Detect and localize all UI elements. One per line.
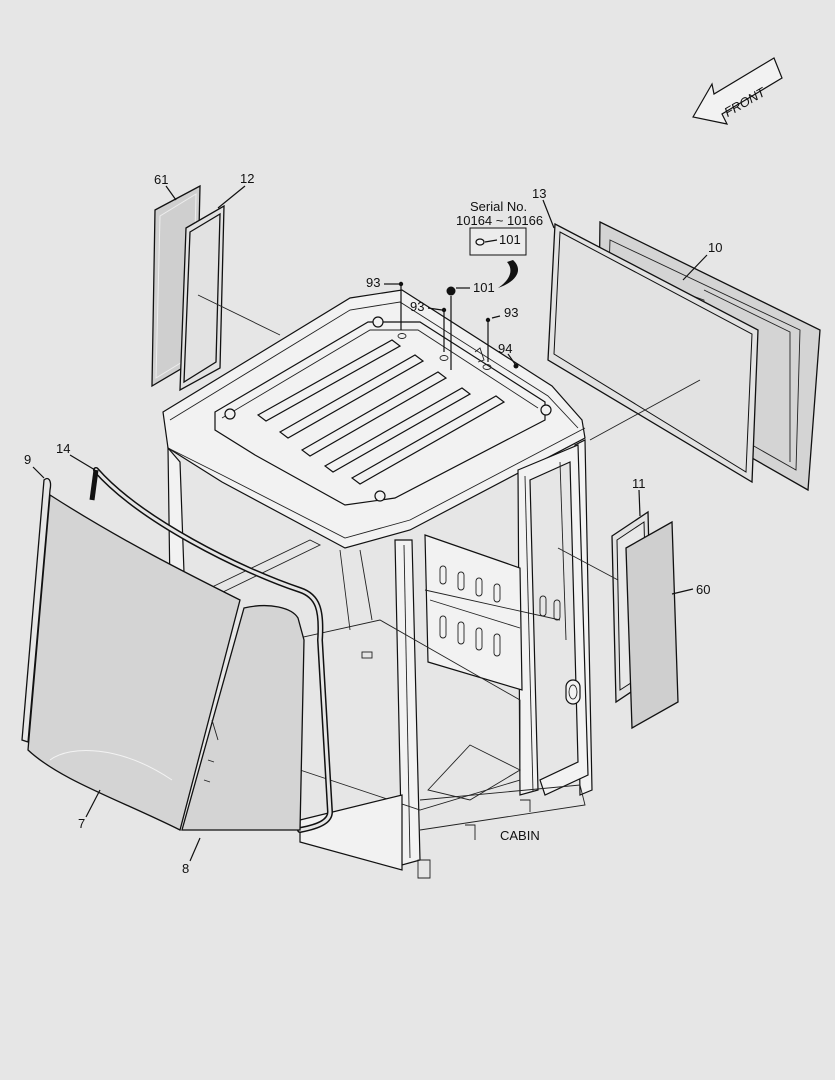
label-part-101: 101 bbox=[473, 280, 495, 295]
label-part-8: 8 bbox=[182, 861, 189, 876]
label-part-10: 10 bbox=[708, 240, 722, 255]
part-60-side-glass bbox=[625, 520, 679, 730]
serial-title: Serial No. bbox=[470, 199, 527, 214]
label-part-93-b: 93 bbox=[410, 299, 424, 314]
rear-wall-slots bbox=[439, 565, 561, 657]
label-part-93-c: 93 bbox=[504, 305, 518, 320]
cabin-body bbox=[162, 289, 593, 879]
part-14-seal bbox=[89, 467, 334, 833]
label-part-12: 12 bbox=[240, 171, 254, 186]
label-part-14: 14 bbox=[56, 441, 70, 456]
door-handle bbox=[565, 679, 581, 705]
label-part-94: 94 bbox=[498, 341, 512, 356]
part-13-rear-seal bbox=[547, 222, 759, 484]
serial-range: 10164 ~ 10166 bbox=[456, 213, 543, 228]
roof-ribs bbox=[256, 339, 506, 485]
label-part-61: 61 bbox=[154, 172, 168, 187]
part-number-labels: 61 12 13 10 93 101 93 93 94 11 60 9 14 7… bbox=[24, 171, 722, 876]
cabin-label: CABIN bbox=[500, 828, 540, 843]
label-part-7: 7 bbox=[78, 816, 85, 831]
part-8-lower-glass bbox=[181, 604, 305, 831]
door-frame bbox=[517, 444, 589, 796]
label-part-11: 11 bbox=[632, 476, 646, 491]
part-7-front-glass bbox=[27, 493, 241, 831]
part-101-box-label: 101 bbox=[499, 232, 521, 247]
rear-side-wall bbox=[424, 534, 523, 691]
label-part-60: 60 bbox=[696, 582, 710, 597]
part-12-seal bbox=[179, 204, 225, 392]
front-direction-arrow: FRONT bbox=[692, 57, 783, 125]
label-part-93-a: 93 bbox=[366, 275, 380, 290]
serial-note: Serial No. 10164 ~ 10166 101 bbox=[456, 199, 543, 288]
serial-pointer bbox=[498, 260, 519, 288]
label-part-9: 9 bbox=[24, 452, 31, 467]
roof-bolts bbox=[384, 281, 519, 370]
callout-leaders bbox=[32, 185, 708, 862]
label-part-13: 13 bbox=[532, 186, 546, 201]
